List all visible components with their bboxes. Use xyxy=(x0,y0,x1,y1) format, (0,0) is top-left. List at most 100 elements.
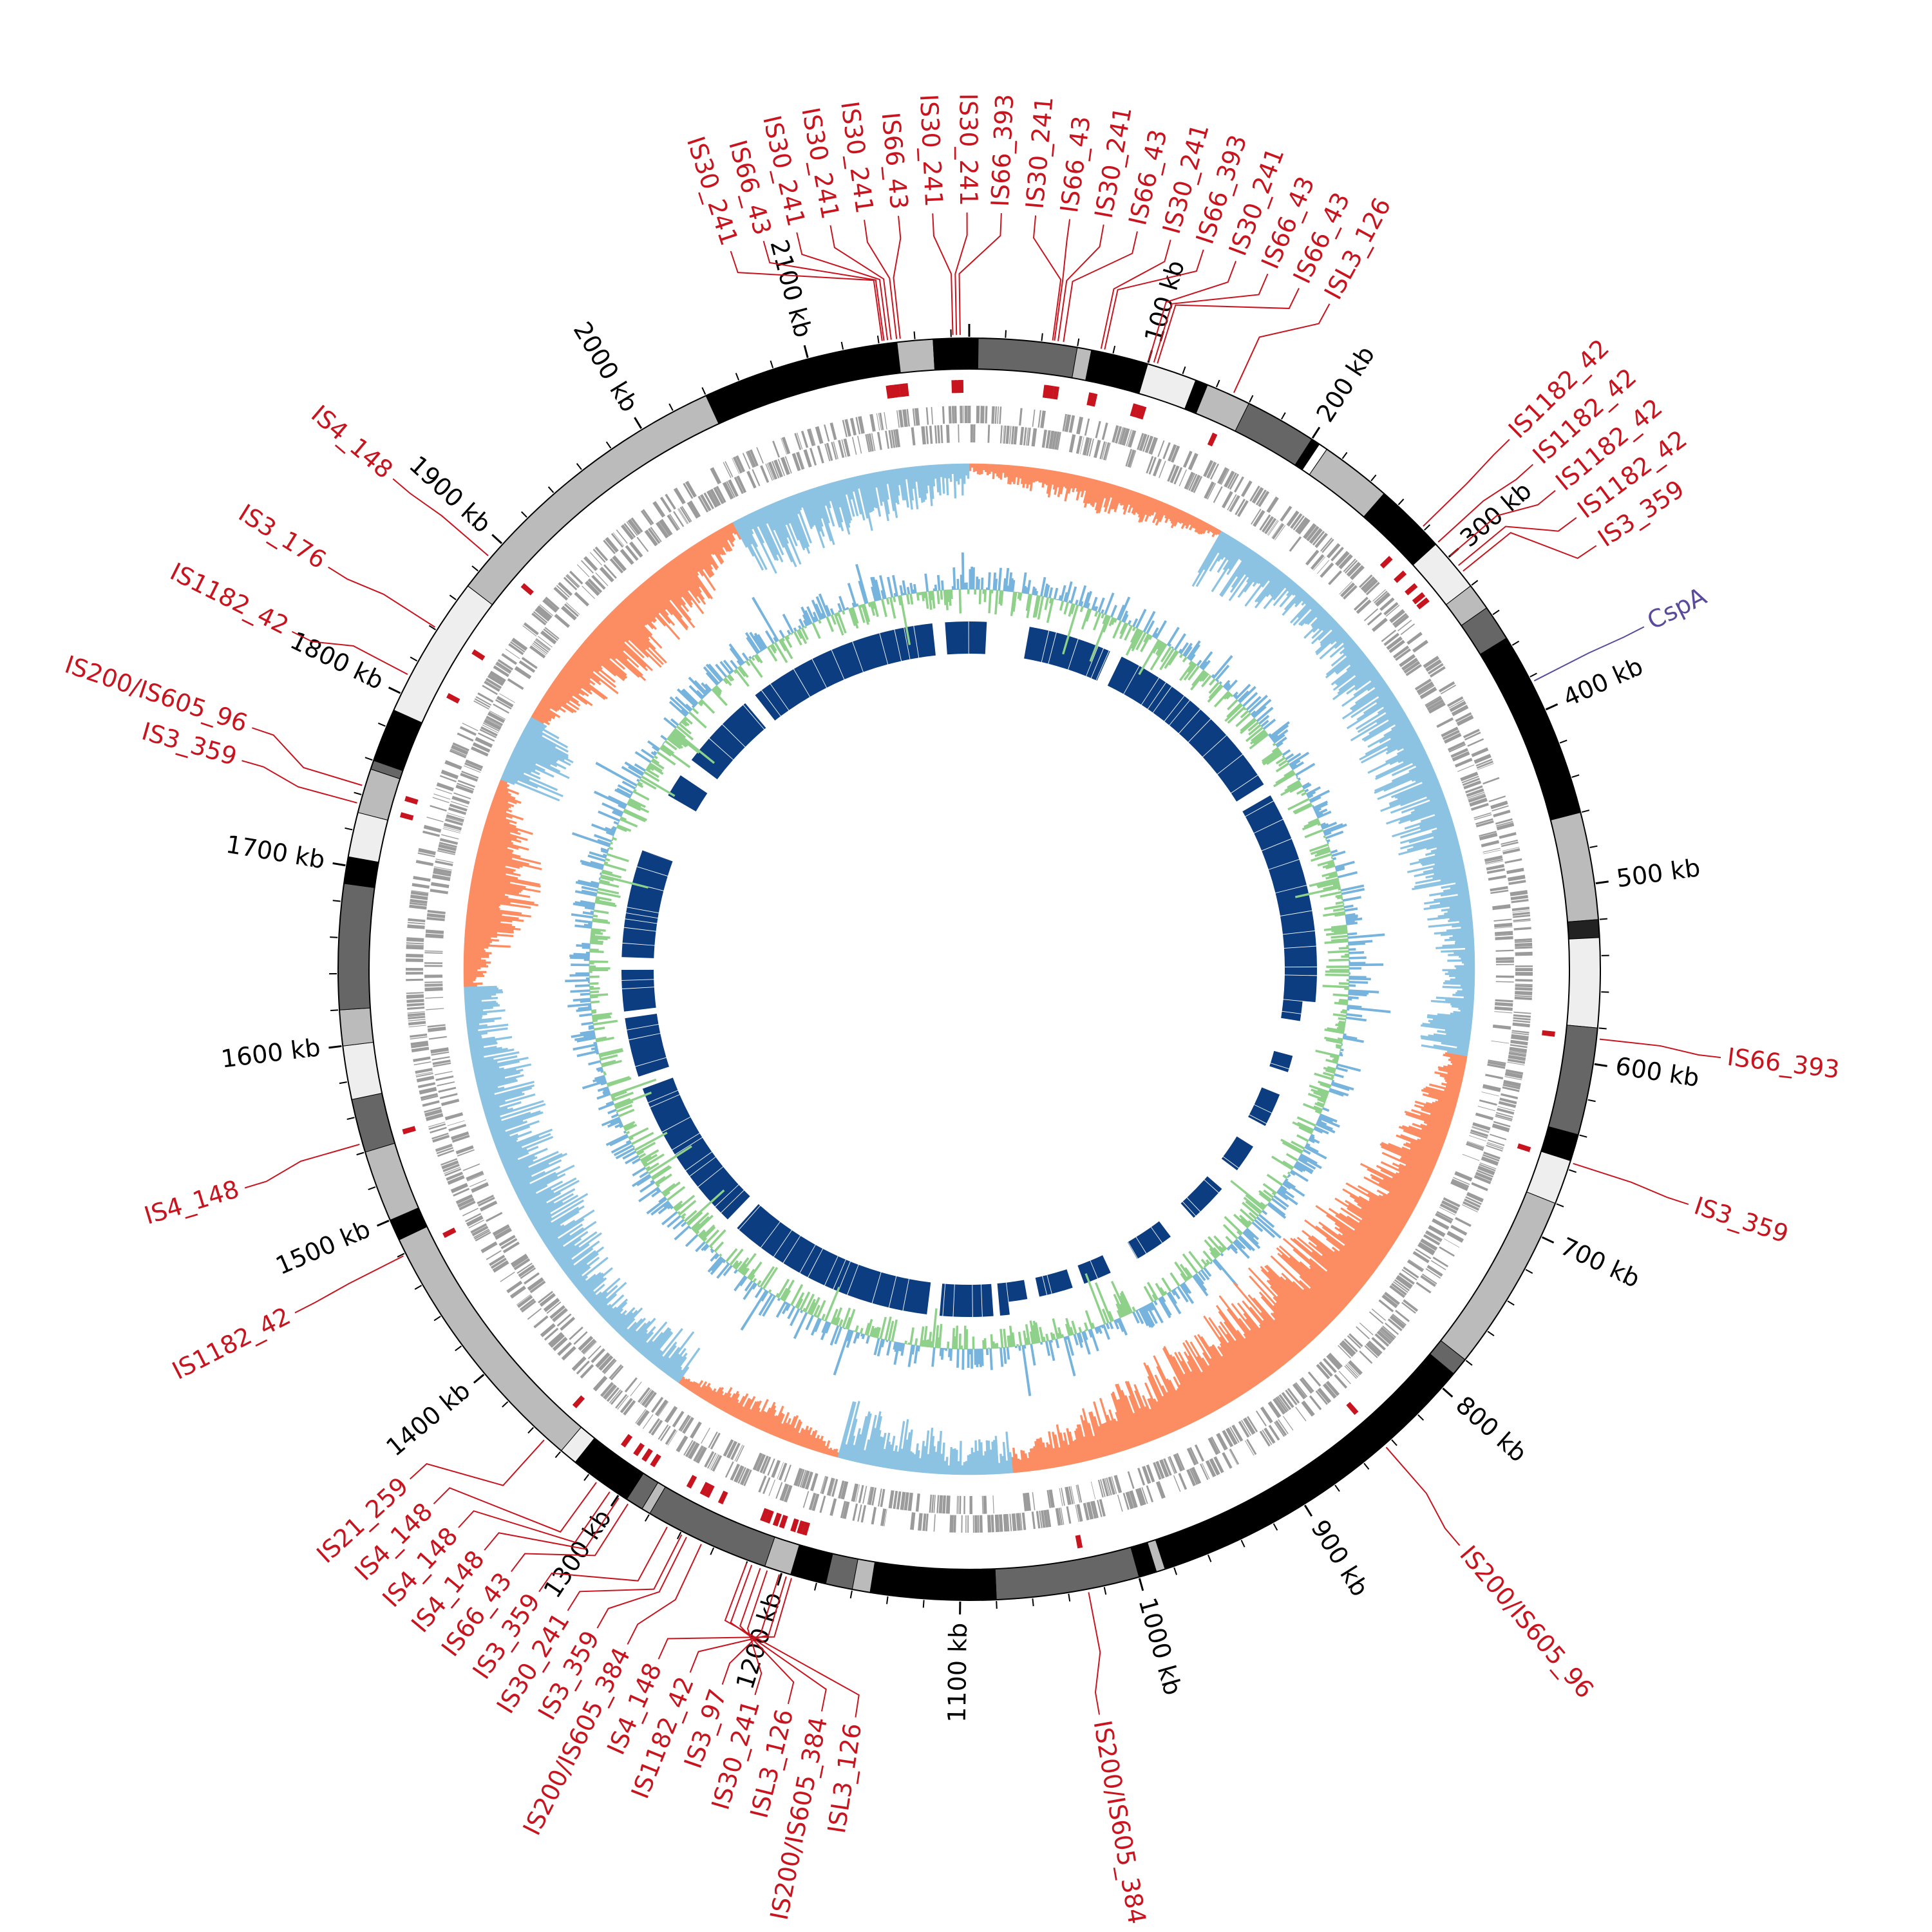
minor-tick xyxy=(1556,1203,1564,1208)
is-label-connector xyxy=(746,1570,768,1696)
is-label-connector xyxy=(1573,1162,1689,1205)
karyotype-band xyxy=(649,1486,775,1567)
major-tick xyxy=(388,687,401,694)
is-element-label: IS200/IS605_384 xyxy=(1088,1718,1151,1926)
is-element-marker xyxy=(1405,583,1418,596)
tick-label: 1000 kb xyxy=(1133,1595,1187,1698)
minor-tick xyxy=(1571,774,1580,778)
karyotype-ring xyxy=(337,337,1601,1601)
gc-skew-track xyxy=(463,463,1475,1475)
is-label-connector xyxy=(1463,532,1597,572)
is-label-connector xyxy=(762,240,885,341)
major-tick xyxy=(777,1573,783,1586)
minor-tick xyxy=(913,331,916,339)
is-label-connector xyxy=(932,213,954,336)
is-element-marker xyxy=(404,795,419,805)
is-element-marker xyxy=(1394,570,1407,583)
tick-label: 2000 kb xyxy=(568,317,644,417)
is-label-connector xyxy=(538,1526,668,1593)
major-tick xyxy=(473,1374,485,1384)
major-tick xyxy=(376,1220,390,1227)
minor-tick xyxy=(583,1473,590,1481)
tick-label: 1900 kb xyxy=(404,450,497,538)
major-tick xyxy=(1595,880,1609,885)
minor-tick xyxy=(1173,1567,1177,1575)
minor-tick xyxy=(1471,580,1479,586)
minor-tick xyxy=(1215,379,1220,388)
tick-label: 1400 kb xyxy=(381,1376,475,1462)
is-element-marker xyxy=(760,1508,770,1522)
minor-tick xyxy=(1507,1300,1515,1306)
minor-tick xyxy=(1281,412,1286,420)
is-label-connector xyxy=(409,1439,545,1486)
minor-tick xyxy=(996,1601,998,1609)
is-label-connector xyxy=(721,1574,780,1685)
tick-label: 2100 kb xyxy=(764,237,817,341)
is-label-connector xyxy=(1599,1038,1721,1059)
is-label-connector xyxy=(958,213,1002,336)
is-element-marker xyxy=(520,583,534,596)
is-label-connector xyxy=(567,1534,683,1611)
minor-tick xyxy=(356,1151,365,1156)
minor-tick xyxy=(410,656,418,662)
minor-tick xyxy=(1559,739,1567,744)
gc-content-low xyxy=(589,589,1350,1350)
karyotype-outline-inner xyxy=(368,368,1570,1570)
major-tick xyxy=(1303,1504,1313,1517)
is-label-connector xyxy=(1233,303,1331,393)
karyotype-band xyxy=(342,1041,383,1100)
minor-tick xyxy=(1363,1463,1370,1470)
is-label-connector xyxy=(458,1491,611,1544)
is-label-connector xyxy=(829,225,892,340)
tick-label: 800 kb xyxy=(1450,1390,1532,1468)
is-label-connector xyxy=(893,216,902,339)
is-element-marker xyxy=(620,1434,633,1448)
major-tick xyxy=(634,417,643,430)
minor-tick xyxy=(1207,1554,1212,1562)
is-element-marker xyxy=(1207,432,1218,447)
is-label-connector xyxy=(433,1482,597,1533)
is-element-label: IS30_241 xyxy=(1021,95,1059,210)
major-tick xyxy=(491,534,503,544)
is-label-connector xyxy=(484,1497,620,1551)
minor-tick xyxy=(1273,1523,1278,1531)
is-element-label: IS3_176 xyxy=(234,498,331,574)
is-element-marker xyxy=(1075,1535,1083,1549)
is-element-marker xyxy=(1542,1030,1555,1037)
is-element-marker xyxy=(790,1518,799,1533)
minor-tick xyxy=(1417,1414,1425,1421)
minor-tick xyxy=(1370,474,1377,482)
tick-label: 200 kb xyxy=(1311,341,1380,427)
minor-tick xyxy=(554,1451,561,1459)
is-label-connector xyxy=(689,1576,787,1673)
minor-tick xyxy=(527,1426,534,1434)
is-label-connector xyxy=(1054,219,1071,341)
minor-tick xyxy=(710,1547,715,1555)
minor-tick xyxy=(1182,366,1186,374)
minor-tick xyxy=(1587,1099,1596,1103)
karyotype-band xyxy=(365,1142,419,1221)
karyotype-band xyxy=(1566,937,1601,1028)
is-label-connector xyxy=(292,630,408,676)
minor-tick xyxy=(701,387,706,395)
minor-tick xyxy=(1032,1598,1034,1607)
minor-tick xyxy=(1568,1169,1577,1173)
minor-tick xyxy=(433,1316,441,1321)
karyotype-band xyxy=(1567,919,1600,940)
is-label-connector xyxy=(244,1143,360,1189)
is-label-connector xyxy=(1153,273,1269,363)
major-tick xyxy=(332,862,346,867)
inner-block-segments xyxy=(621,621,1318,1317)
is-label-connector xyxy=(730,251,883,341)
is-label-connector xyxy=(1423,439,1510,527)
is-element-marker xyxy=(1137,406,1147,420)
is-element-label: IS66_393 xyxy=(1726,1043,1841,1084)
minor-tick xyxy=(1465,1359,1473,1366)
is-element-marker xyxy=(1090,393,1098,407)
minor-tick xyxy=(521,511,527,518)
minor-tick xyxy=(547,486,554,493)
major-tick xyxy=(1138,1578,1144,1591)
major-tick xyxy=(1541,1236,1555,1244)
is-element-label: IS4_148 xyxy=(141,1175,242,1230)
